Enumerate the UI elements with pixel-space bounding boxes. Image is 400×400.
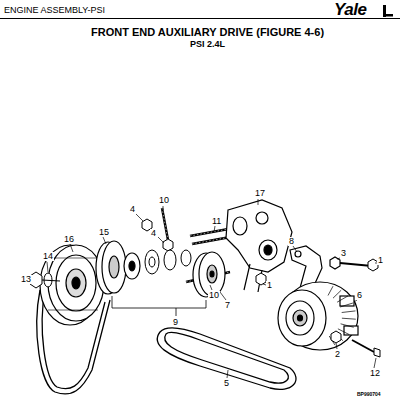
leader-line (374, 358, 376, 368)
callout-number: 17 (254, 189, 266, 198)
alternator (278, 282, 358, 350)
alternator (293, 310, 307, 326)
stud (162, 208, 168, 240)
leader-line (158, 237, 164, 243)
callout-number: 4 (150, 229, 157, 238)
alternator-bracket (340, 263, 372, 266)
mounting-bracket (264, 245, 272, 255)
crankshaft-pulley (48, 310, 98, 311)
idler-pulley (207, 265, 217, 283)
group-bracket (176, 308, 177, 316)
crankshaft-pulley (48, 258, 98, 259)
leader-line (28, 199, 376, 378)
nut (163, 239, 173, 251)
leader-line (47, 262, 48, 272)
accessory-belt (157, 328, 296, 390)
callout-number: 7 (224, 301, 231, 310)
crankshaft-pulley (66, 269, 86, 297)
leader-line (258, 199, 259, 205)
diagram-title: FRONT END AUXILIARY DRIVE (FIGURE 4-6) (91, 27, 324, 38)
nut (149, 257, 155, 267)
section-header: ENGINE ASSEMBLY-PSI (4, 6, 105, 15)
callout-number: 14 (42, 252, 54, 261)
group-bracket (112, 296, 206, 308)
crankshaft-pulley (56, 255, 96, 311)
mounting-bracket (233, 217, 247, 235)
leader-line (214, 226, 215, 232)
accessory-belt (157, 328, 296, 390)
callout-number: 8 (288, 237, 295, 246)
idler-pulley (210, 271, 214, 277)
leader-line (210, 285, 212, 290)
leader-line (336, 343, 337, 349)
callout-number: 6 (356, 291, 363, 300)
callout-number: 10 (208, 291, 220, 300)
alternator-bracket (330, 257, 340, 269)
callout-number: 5 (223, 379, 230, 388)
leader-line (163, 206, 164, 210)
alternator-bolt (331, 331, 341, 343)
mounting-bracket (226, 200, 292, 272)
stud-thread (162, 208, 168, 240)
yale-fork-icon (383, 14, 393, 17)
alternator (298, 315, 303, 321)
drawing-code: BP990704 (357, 392, 381, 397)
damper-hub (129, 261, 135, 271)
nut (256, 259, 378, 285)
damper-hub (124, 253, 140, 279)
callout-number: 13 (20, 275, 32, 284)
mounting-bracket (259, 240, 277, 260)
leader-line (337, 258, 340, 259)
nut (164, 250, 176, 270)
callout-number: 1 (266, 281, 273, 290)
leader-line (293, 246, 297, 252)
leader-line (227, 370, 228, 378)
callout-number: 4 (129, 205, 136, 214)
alternator-bracket (295, 251, 301, 257)
damper-hub (102, 241, 126, 293)
nut (145, 250, 159, 274)
leader-line (136, 214, 143, 221)
nut (256, 273, 266, 285)
leader-line (70, 244, 73, 252)
pulley-bolt (42, 280, 60, 281)
crankshaft-pulley (72, 277, 80, 289)
mounting-bracket (226, 200, 292, 292)
callout-number: 12 (369, 369, 381, 378)
damper-hub (96, 241, 140, 294)
leader-line (103, 237, 106, 244)
callout-number: 1 (377, 256, 384, 265)
callout-number: 11 (211, 217, 222, 226)
callout-number: 3 (340, 249, 347, 258)
alternator (286, 301, 314, 335)
mounting-bracket (256, 212, 268, 224)
alternator-bolt (352, 340, 374, 352)
alternator-bolt (374, 348, 380, 357)
damper-hub (109, 256, 119, 278)
crankshaft-pulley (40, 245, 104, 325)
callout-number: 10 (158, 196, 170, 205)
header-rule (0, 18, 400, 19)
callout-number: 16 (63, 235, 75, 244)
leader-line (220, 292, 226, 300)
alternator (344, 326, 358, 335)
callout-number: 2 (334, 350, 341, 359)
leader-line (354, 300, 357, 302)
callout-number: 9 (172, 318, 179, 327)
nut (181, 250, 191, 266)
header-rule (0, 18, 400, 19)
engine-subtitle: PSI 2.4L (190, 40, 225, 49)
alternator (328, 286, 356, 345)
idler-pulley (199, 252, 225, 296)
yale-fork-icon (383, 5, 393, 17)
pulley-bolt (30, 272, 60, 288)
accessory-belt (165, 332, 289, 383)
group-bracket (112, 296, 206, 316)
alternator (278, 290, 326, 346)
callout-number: 15 (98, 228, 110, 237)
crankshaft-pulley (48, 245, 104, 321)
brand-logo: Yale (334, 1, 366, 18)
